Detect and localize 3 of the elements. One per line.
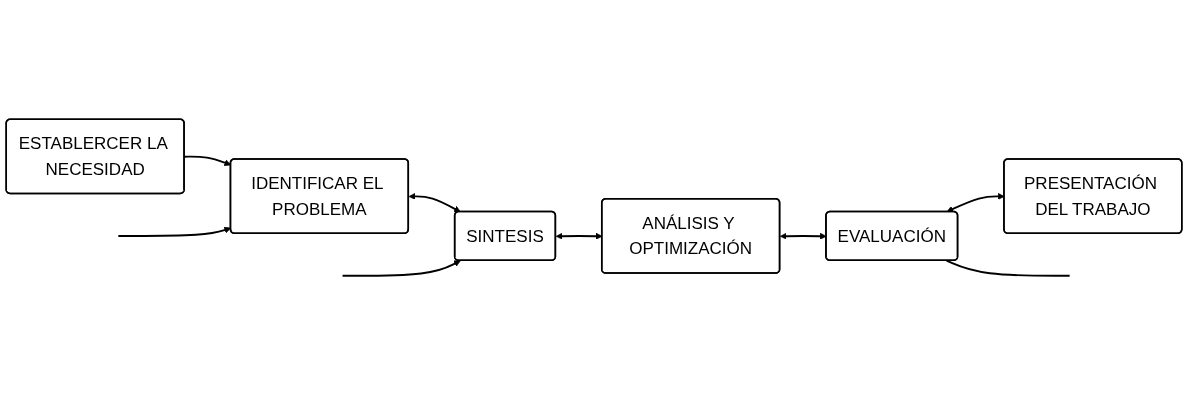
arrow xyxy=(408,193,461,213)
arrow xyxy=(341,260,461,277)
connector xyxy=(945,259,1071,277)
